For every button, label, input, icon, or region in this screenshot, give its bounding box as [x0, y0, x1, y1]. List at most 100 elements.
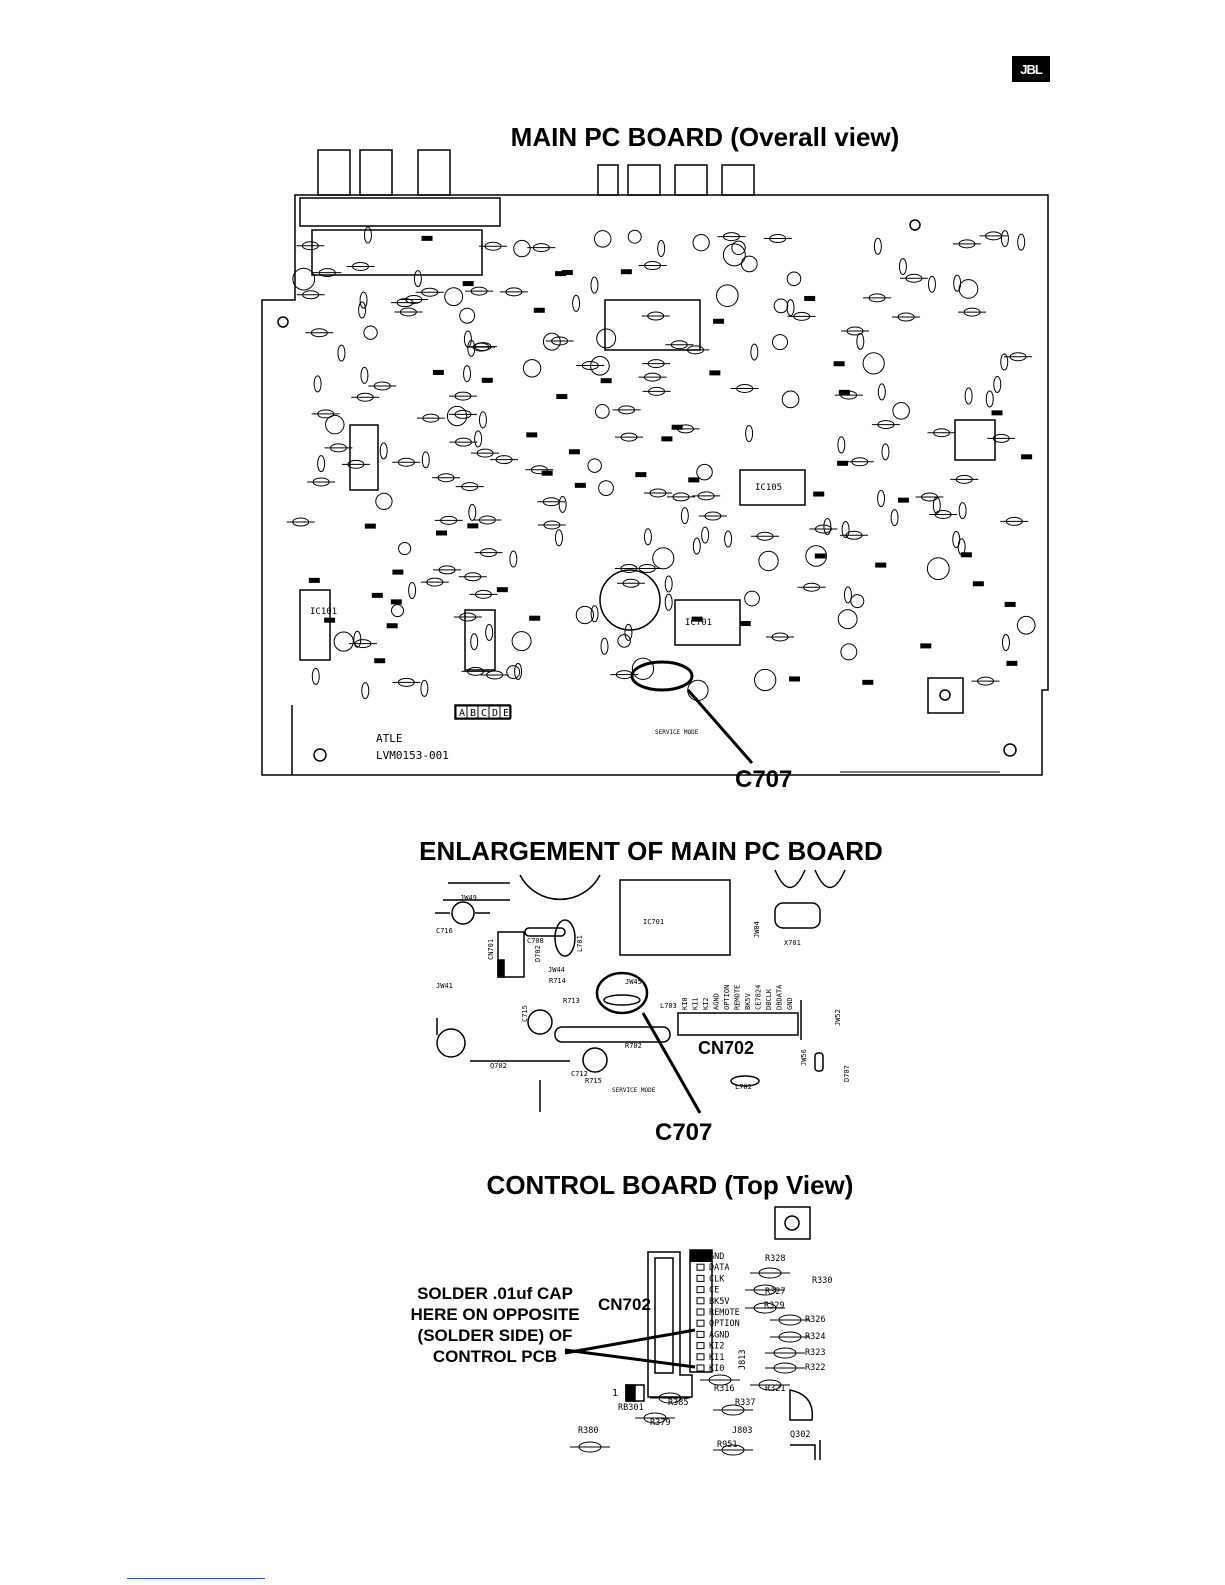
- c707-highlight-circle: [630, 660, 694, 692]
- electrolytic-cap-symbol: [522, 359, 542, 378]
- letter-box-c: C: [481, 708, 487, 719]
- electrolytic-cap-symbol: [511, 631, 532, 652]
- c707-pointer-line: [641, 1012, 702, 1114]
- cn702-pin-label: OPTION: [723, 985, 731, 1010]
- control-pin-label: BK5V: [709, 1297, 729, 1307]
- label-mark: [838, 389, 850, 395]
- ki0-pointer-line: [564, 1348, 696, 1369]
- capacitor-symbol: [558, 495, 567, 513]
- pin-pad: [696, 1342, 705, 1350]
- part-label-r326: R326: [805, 1315, 825, 1325]
- capacitor-symbol: [361, 682, 370, 700]
- label-mark: [561, 269, 573, 275]
- capacitor-symbol: [421, 451, 430, 469]
- capacitor-symbol: [463, 365, 472, 383]
- capacitor-symbol: [1017, 233, 1026, 251]
- capacitor-symbol: [408, 582, 417, 600]
- agnd-pointer-line: [564, 1328, 696, 1355]
- part-label-q302: Q302: [790, 1430, 810, 1440]
- part-label-r951: R951: [717, 1440, 737, 1450]
- part-label: L703: [660, 1002, 677, 1010]
- label-mark: [308, 577, 320, 583]
- capacitor-symbol: [514, 662, 523, 680]
- part-label-c715: C715: [521, 1005, 529, 1022]
- label-mark: [1006, 660, 1018, 666]
- part-label-rb301: RB301: [618, 1403, 644, 1413]
- cn702-pin-label: GND: [786, 997, 794, 1010]
- label-mark: [688, 477, 700, 483]
- capacitor-symbol: [953, 274, 962, 292]
- part-label-jw56: JW56: [800, 1049, 808, 1066]
- part-label-d702: D702: [534, 945, 542, 962]
- electrolytic-cap-symbol: [731, 240, 746, 256]
- label-mark: [529, 615, 541, 621]
- electrolytic-cap-symbol: [840, 643, 858, 661]
- part-label: JW44: [548, 966, 565, 974]
- link-underline[interactable]: [127, 1578, 265, 1579]
- label-mark: [467, 523, 479, 529]
- capacitor-symbol: [877, 490, 886, 508]
- control-board-diagram: [625, 1206, 821, 1460]
- electrolytic-cap-symbol: [446, 405, 468, 427]
- gnd-pin-pad: [690, 1250, 712, 1262]
- service-mode-label: SERVICE MODE: [655, 729, 699, 736]
- label-mark: [526, 432, 538, 438]
- capacitor-symbol: [358, 301, 367, 319]
- part-label-jw45: JW45: [625, 978, 642, 986]
- capacitor-symbol: [898, 258, 907, 276]
- part-label-c712: C712: [571, 1070, 588, 1078]
- electrolytic-cap-symbol: [627, 229, 642, 244]
- label-mark: [739, 621, 751, 627]
- pin-pad: [696, 1297, 705, 1305]
- part-label: R713: [563, 997, 580, 1005]
- label-mark: [620, 269, 632, 275]
- capacitor-symbol: [359, 291, 368, 309]
- label-mark: [920, 643, 932, 649]
- electrolytic-cap-symbol: [325, 414, 345, 435]
- capacitor-symbol: [985, 390, 994, 408]
- capacitor-symbol: [680, 507, 689, 525]
- capacitor-symbol: [786, 299, 795, 317]
- label-mark: [533, 307, 545, 313]
- pin-one-marker: 1: [612, 1388, 618, 1399]
- capacitor-symbol: [1000, 353, 1009, 371]
- label-mark: [875, 562, 887, 568]
- label-mark: [635, 472, 647, 478]
- label-mark: [386, 623, 398, 629]
- part-label-jw52: JW52: [834, 1009, 842, 1026]
- label-mark: [371, 592, 383, 598]
- part-label-r379: R379: [650, 1418, 670, 1428]
- label-mark: [324, 617, 336, 623]
- cn702-pin-label: KI1: [692, 997, 700, 1010]
- capacitor-symbol: [890, 509, 899, 527]
- c707-callout-enlarged: C707: [655, 1119, 712, 1146]
- electrolytic-cap-symbol: [292, 267, 316, 291]
- capacitor-symbol: [873, 237, 882, 255]
- enlargement-diagram: [435, 869, 846, 1112]
- electrolytic-cap-symbol: [892, 402, 910, 420]
- label-mark: [709, 370, 721, 376]
- label-mark: [568, 449, 580, 455]
- capacitor-symbol: [379, 442, 388, 460]
- electrolytic-cap-symbol: [575, 605, 595, 625]
- control-pin-label: KI2: [709, 1342, 724, 1352]
- capacitor-symbol: [485, 623, 494, 641]
- part-label-r330: R330: [812, 1276, 832, 1286]
- pin-pad: [696, 1286, 705, 1294]
- label-mark: [374, 658, 386, 664]
- electrolytic-cap-symbol: [363, 325, 378, 340]
- label-mark: [541, 470, 553, 476]
- capacitor-symbol: [692, 537, 701, 555]
- capacitor-symbol: [600, 637, 609, 655]
- main-board-outline: [261, 149, 1049, 776]
- capacitor-symbol: [590, 605, 599, 623]
- crystal-label: X701: [784, 939, 801, 947]
- part-label: C716: [436, 927, 453, 935]
- capacitor-symbol: [877, 383, 886, 401]
- electrolytic-cap-symbol: [837, 609, 858, 630]
- cn702-pin-label: DBCLK: [765, 988, 773, 1010]
- label-mark: [462, 281, 474, 287]
- letter-box-a: A: [459, 708, 465, 719]
- label-mark: [1021, 454, 1033, 460]
